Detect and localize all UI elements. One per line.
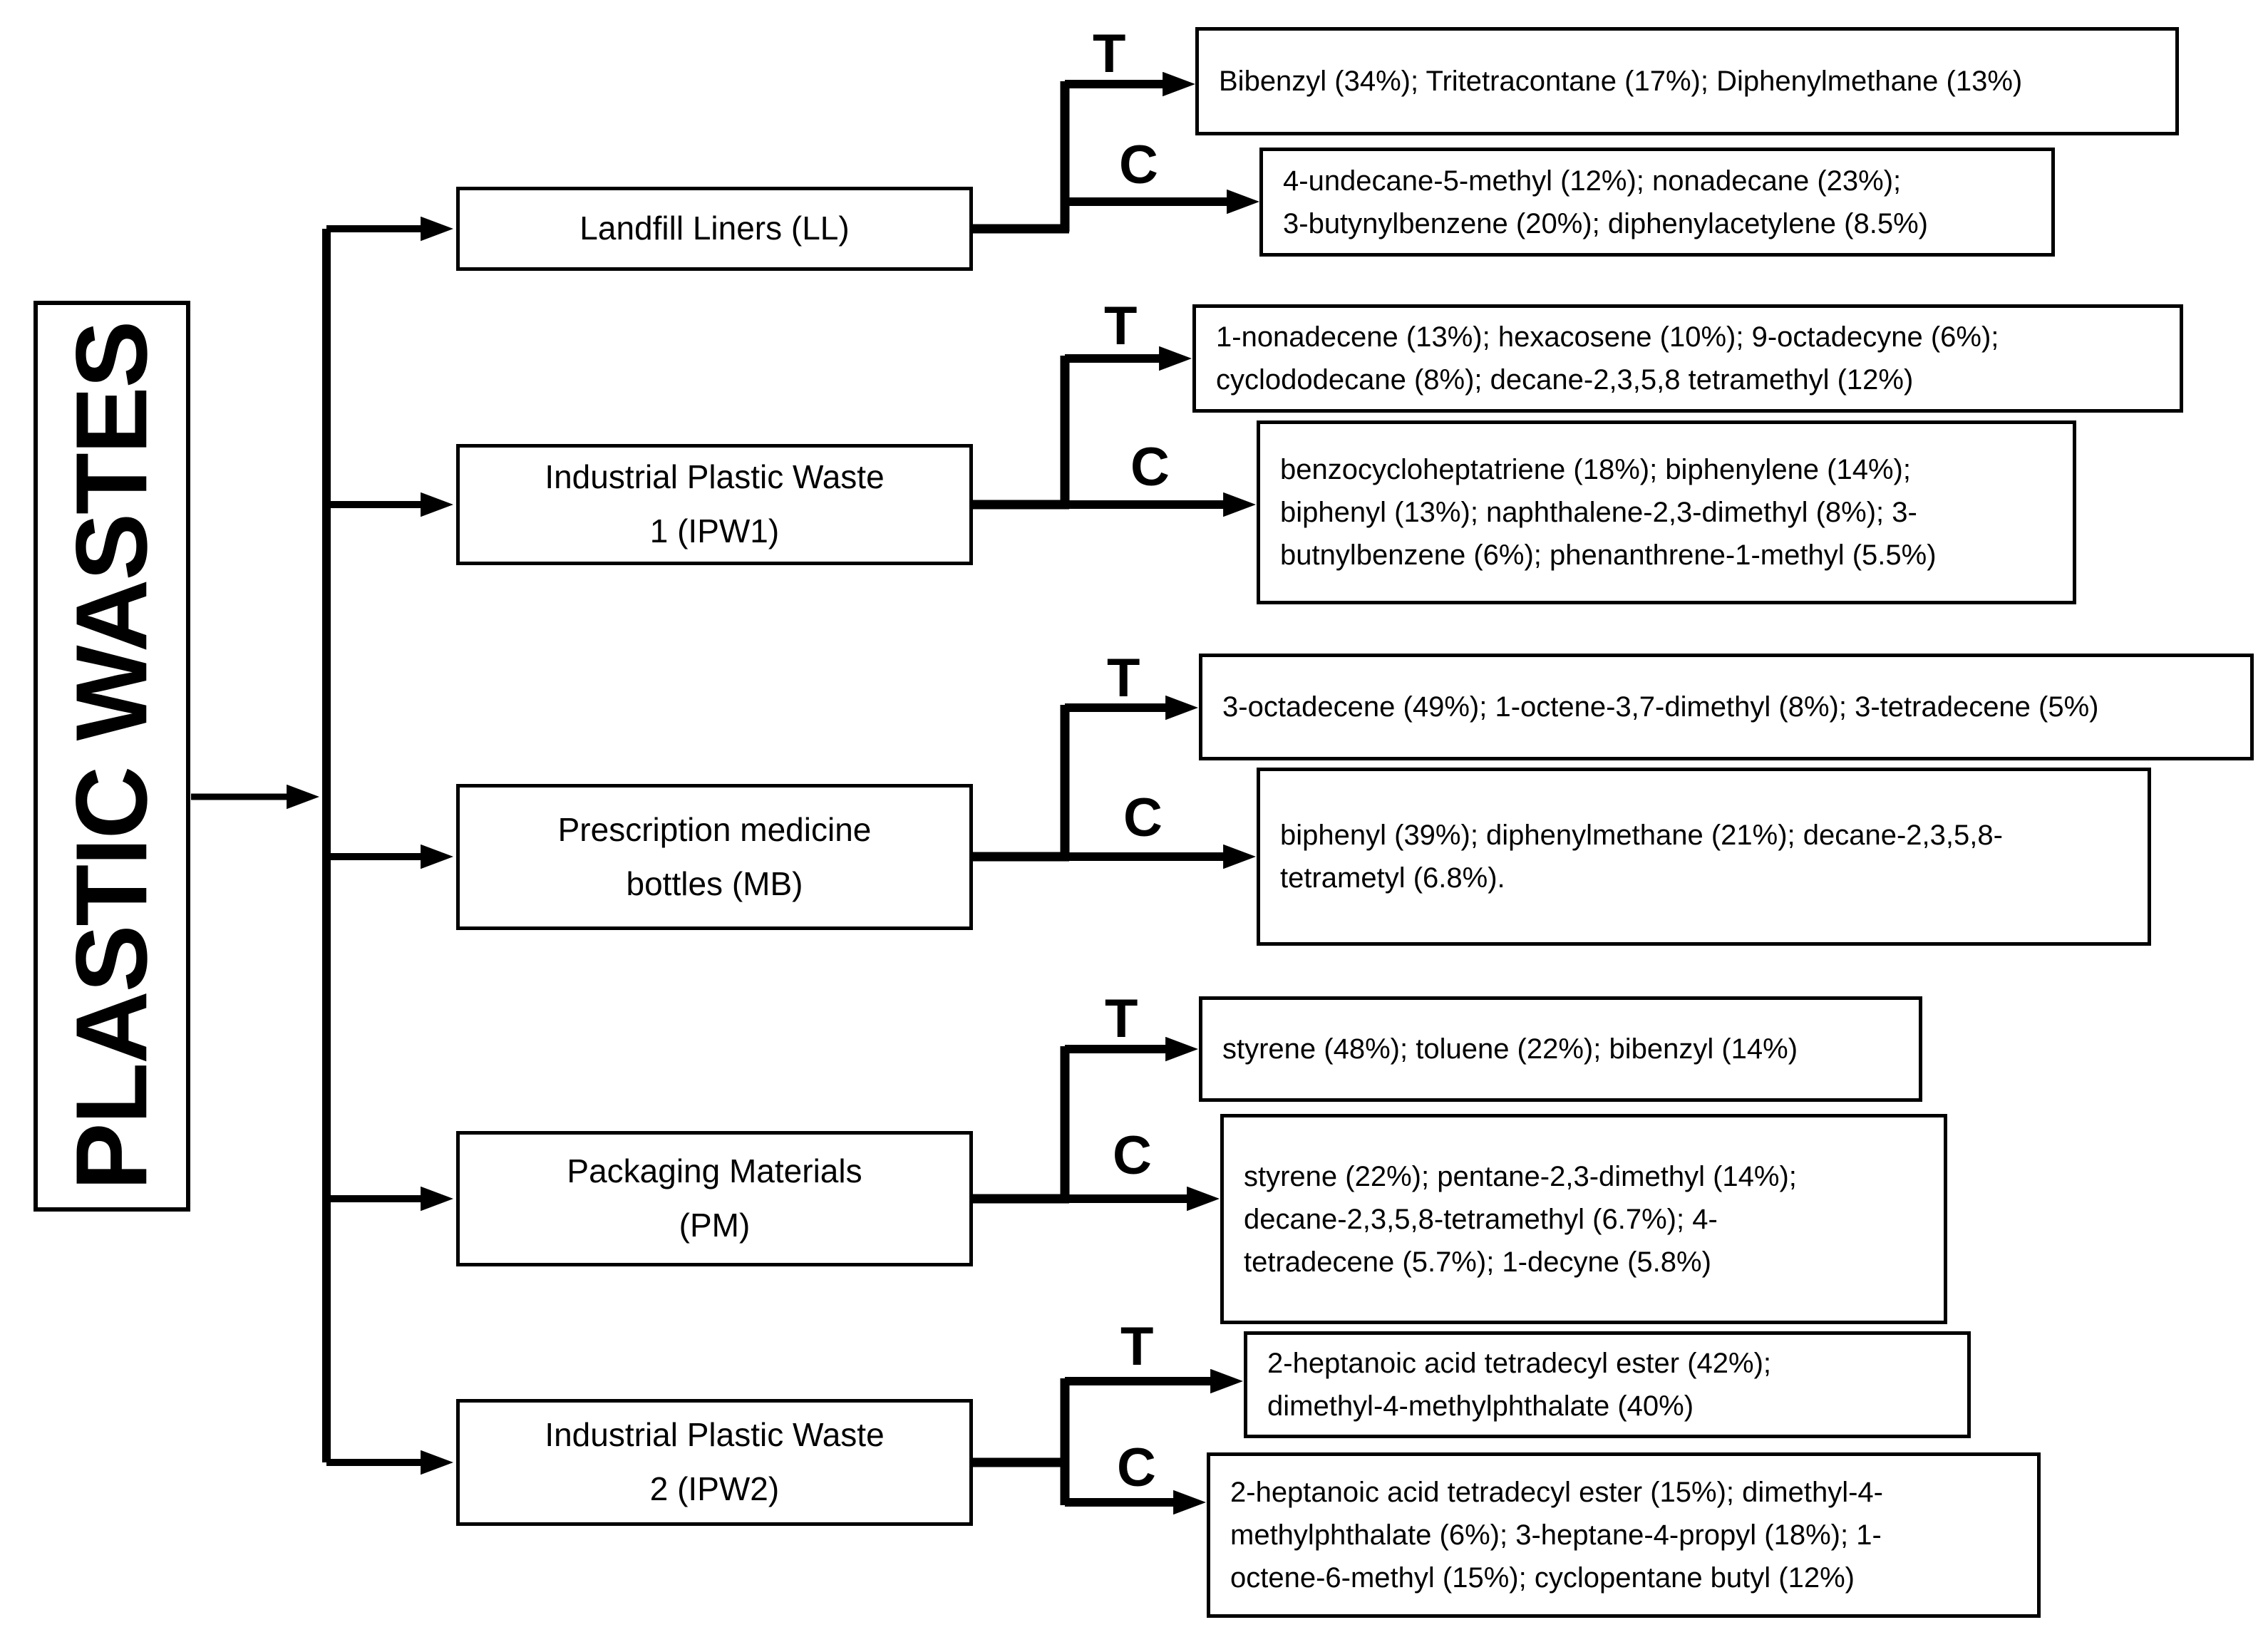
t-branch-label-pm: T (1105, 988, 1138, 1049)
t-products-box-mb: 3-octadecene (49%); 1-octene-3,7-dimethy… (1199, 654, 2254, 760)
products-text: 1-nonadecene (13%); hexacosene (10%); 9-… (1216, 321, 1999, 396)
root-box: PLASTIC WASTES (33, 301, 190, 1212)
category-box-ll: Landfill Liners (LL) (456, 187, 973, 271)
c-branch-label-pm: C (1113, 1125, 1152, 1186)
products-text: biphenyl (39%); diphenylmethane (21%); d… (1280, 820, 2003, 894)
c-products-box-ipw1: benzocycloheptatriene (18%); biphenylene… (1257, 420, 2076, 604)
products-text: 4-undecane-5-methyl (12%); nonadecane (2… (1283, 165, 1928, 239)
products-text: styrene (22%); pentane-2,3-dimethyl (14%… (1244, 1160, 1797, 1278)
c-branch-label-mb: C (1123, 788, 1163, 848)
c-branch-label-ipw2: C (1117, 1437, 1156, 1498)
c-branch-label-ipw1: C (1130, 437, 1170, 497)
category-box-mb: Prescription medicine bottles (MB) (456, 784, 973, 930)
category-label: Industrial Plastic Waste 1 (IPW1) (545, 458, 885, 549)
root-label: PLASTIC WASTES (55, 321, 168, 1191)
t-products-box-ipw1: 1-nonadecene (13%); hexacosene (10%); 9-… (1192, 304, 2183, 413)
c-products-box-pm: styrene (22%); pentane-2,3-dimethyl (14%… (1220, 1114, 1947, 1324)
category-label: Landfill Liners (LL) (579, 210, 850, 247)
category-box-ipw2: Industrial Plastic Waste 2 (IPW2) (456, 1399, 973, 1526)
products-text: 2-heptanoic acid tetradecyl ester (15%);… (1230, 1477, 1883, 1594)
products-text: benzocycloheptatriene (18%); biphenylene… (1280, 454, 1937, 571)
c-branch-label-ll: C (1119, 135, 1158, 195)
category-label: Prescription medicine bottles (MB) (557, 810, 872, 902)
category-label: Industrial Plastic Waste 2 (IPW2) (545, 1416, 885, 1507)
category-box-pm: Packaging Materials (PM) (456, 1131, 973, 1266)
c-products-box-ipw2: 2-heptanoic acid tetradecyl ester (15%);… (1207, 1452, 2041, 1618)
t-products-box-pm: styrene (48%); toluene (22%); bibenzyl (… (1199, 996, 1922, 1102)
products-text: 2-heptanoic acid tetradecyl ester (42%);… (1267, 1348, 1772, 1422)
t-branch-label-mb: T (1107, 648, 1140, 708)
t-branch-label-ipw1: T (1104, 296, 1138, 356)
t-branch-label-ll: T (1093, 24, 1126, 84)
t-products-box-ll: Bibenzyl (34%); Tritetracontane (17%); D… (1195, 27, 2179, 135)
t-branch-label-ipw2: T (1120, 1316, 1154, 1377)
category-label: Packaging Materials (PM) (567, 1152, 862, 1244)
products-text: Bibenzyl (34%); Tritetracontane (17%); D… (1219, 66, 2023, 97)
c-products-box-ll: 4-undecane-5-methyl (12%); nonadecane (2… (1259, 148, 2055, 257)
t-products-box-ipw2: 2-heptanoic acid tetradecyl ester (42%);… (1244, 1331, 1971, 1438)
c-products-box-mb: biphenyl (39%); diphenylmethane (21%); d… (1257, 768, 2151, 946)
products-text: 3-octadecene (49%); 1-octene-3,7-dimethy… (1222, 691, 2099, 723)
category-box-ipw1: Industrial Plastic Waste 1 (IPW1) (456, 444, 973, 565)
products-text: styrene (48%); toluene (22%); bibenzyl (… (1222, 1033, 1798, 1065)
